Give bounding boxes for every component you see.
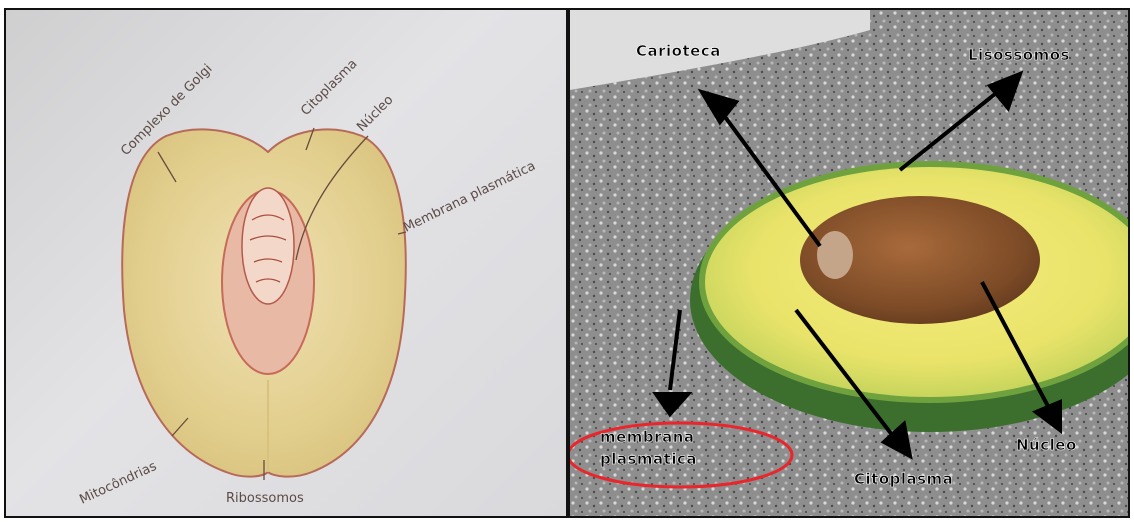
photo-label-membrana: membrana [600, 428, 695, 446]
photo-label-plasmatica: plasmatica [600, 450, 697, 468]
drawing-label-mitochondria: Mitocôndrias [77, 459, 159, 508]
cell-drawing: Complexo de Golgi Citoplasma Núcleo Memb… [6, 10, 566, 516]
drawing-label-membrane: Membrana plasmática [401, 159, 538, 236]
drawing-label-ribosomes: Ribossomos [226, 491, 304, 506]
drawn-nucleolus [242, 188, 294, 304]
avocado-photo: Carioteca Lisossomos membrana plasmatica… [570, 10, 1128, 516]
photo-label-nucleo: Núcleo [1016, 436, 1077, 454]
cell-drawing-panel: Complexo de Golgi Citoplasma Núcleo Memb… [4, 8, 568, 518]
drawing-label-cytosol: Citoplasma [298, 57, 360, 119]
photo-label-citoplasma: Citoplasma [854, 470, 953, 488]
avocado-photo-panel: Carioteca Lisossomos membrana plasmatica… [568, 8, 1130, 518]
photo-label-lisossomos: Lisossomos [968, 46, 1070, 64]
drawing-label-nucleus: Núcleo [354, 93, 396, 135]
photo-label-carioteca: Carioteca [636, 42, 721, 60]
